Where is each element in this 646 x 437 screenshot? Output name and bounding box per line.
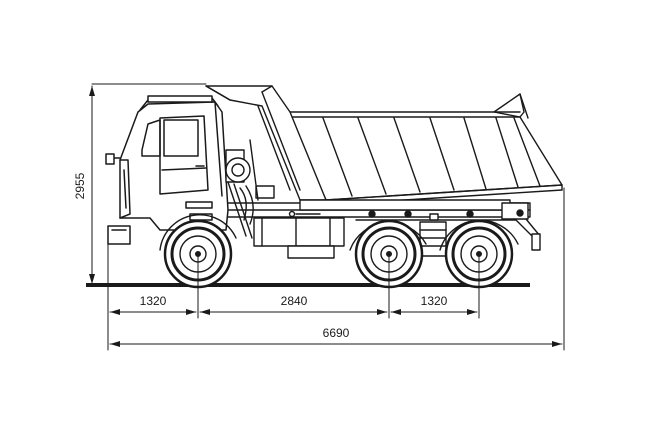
air-intake [225, 139, 275, 239]
dimension-overall-height: 2955 [73, 172, 87, 199]
dimension-wheelbase: 2840 [281, 294, 308, 308]
dimension-overall-length: 6690 [323, 326, 350, 340]
dimension-lines [89, 83, 565, 351]
rear-suspension [355, 210, 517, 257]
cab [105, 95, 229, 245]
ground-line [86, 283, 530, 287]
rear-wheel-1 [349, 219, 427, 289]
dimension-front-overhang: 1320 [140, 294, 167, 308]
dimension-bogie-spacing: 1320 [421, 294, 448, 308]
fuel-tank [253, 210, 345, 259]
dump-body [205, 85, 563, 206]
